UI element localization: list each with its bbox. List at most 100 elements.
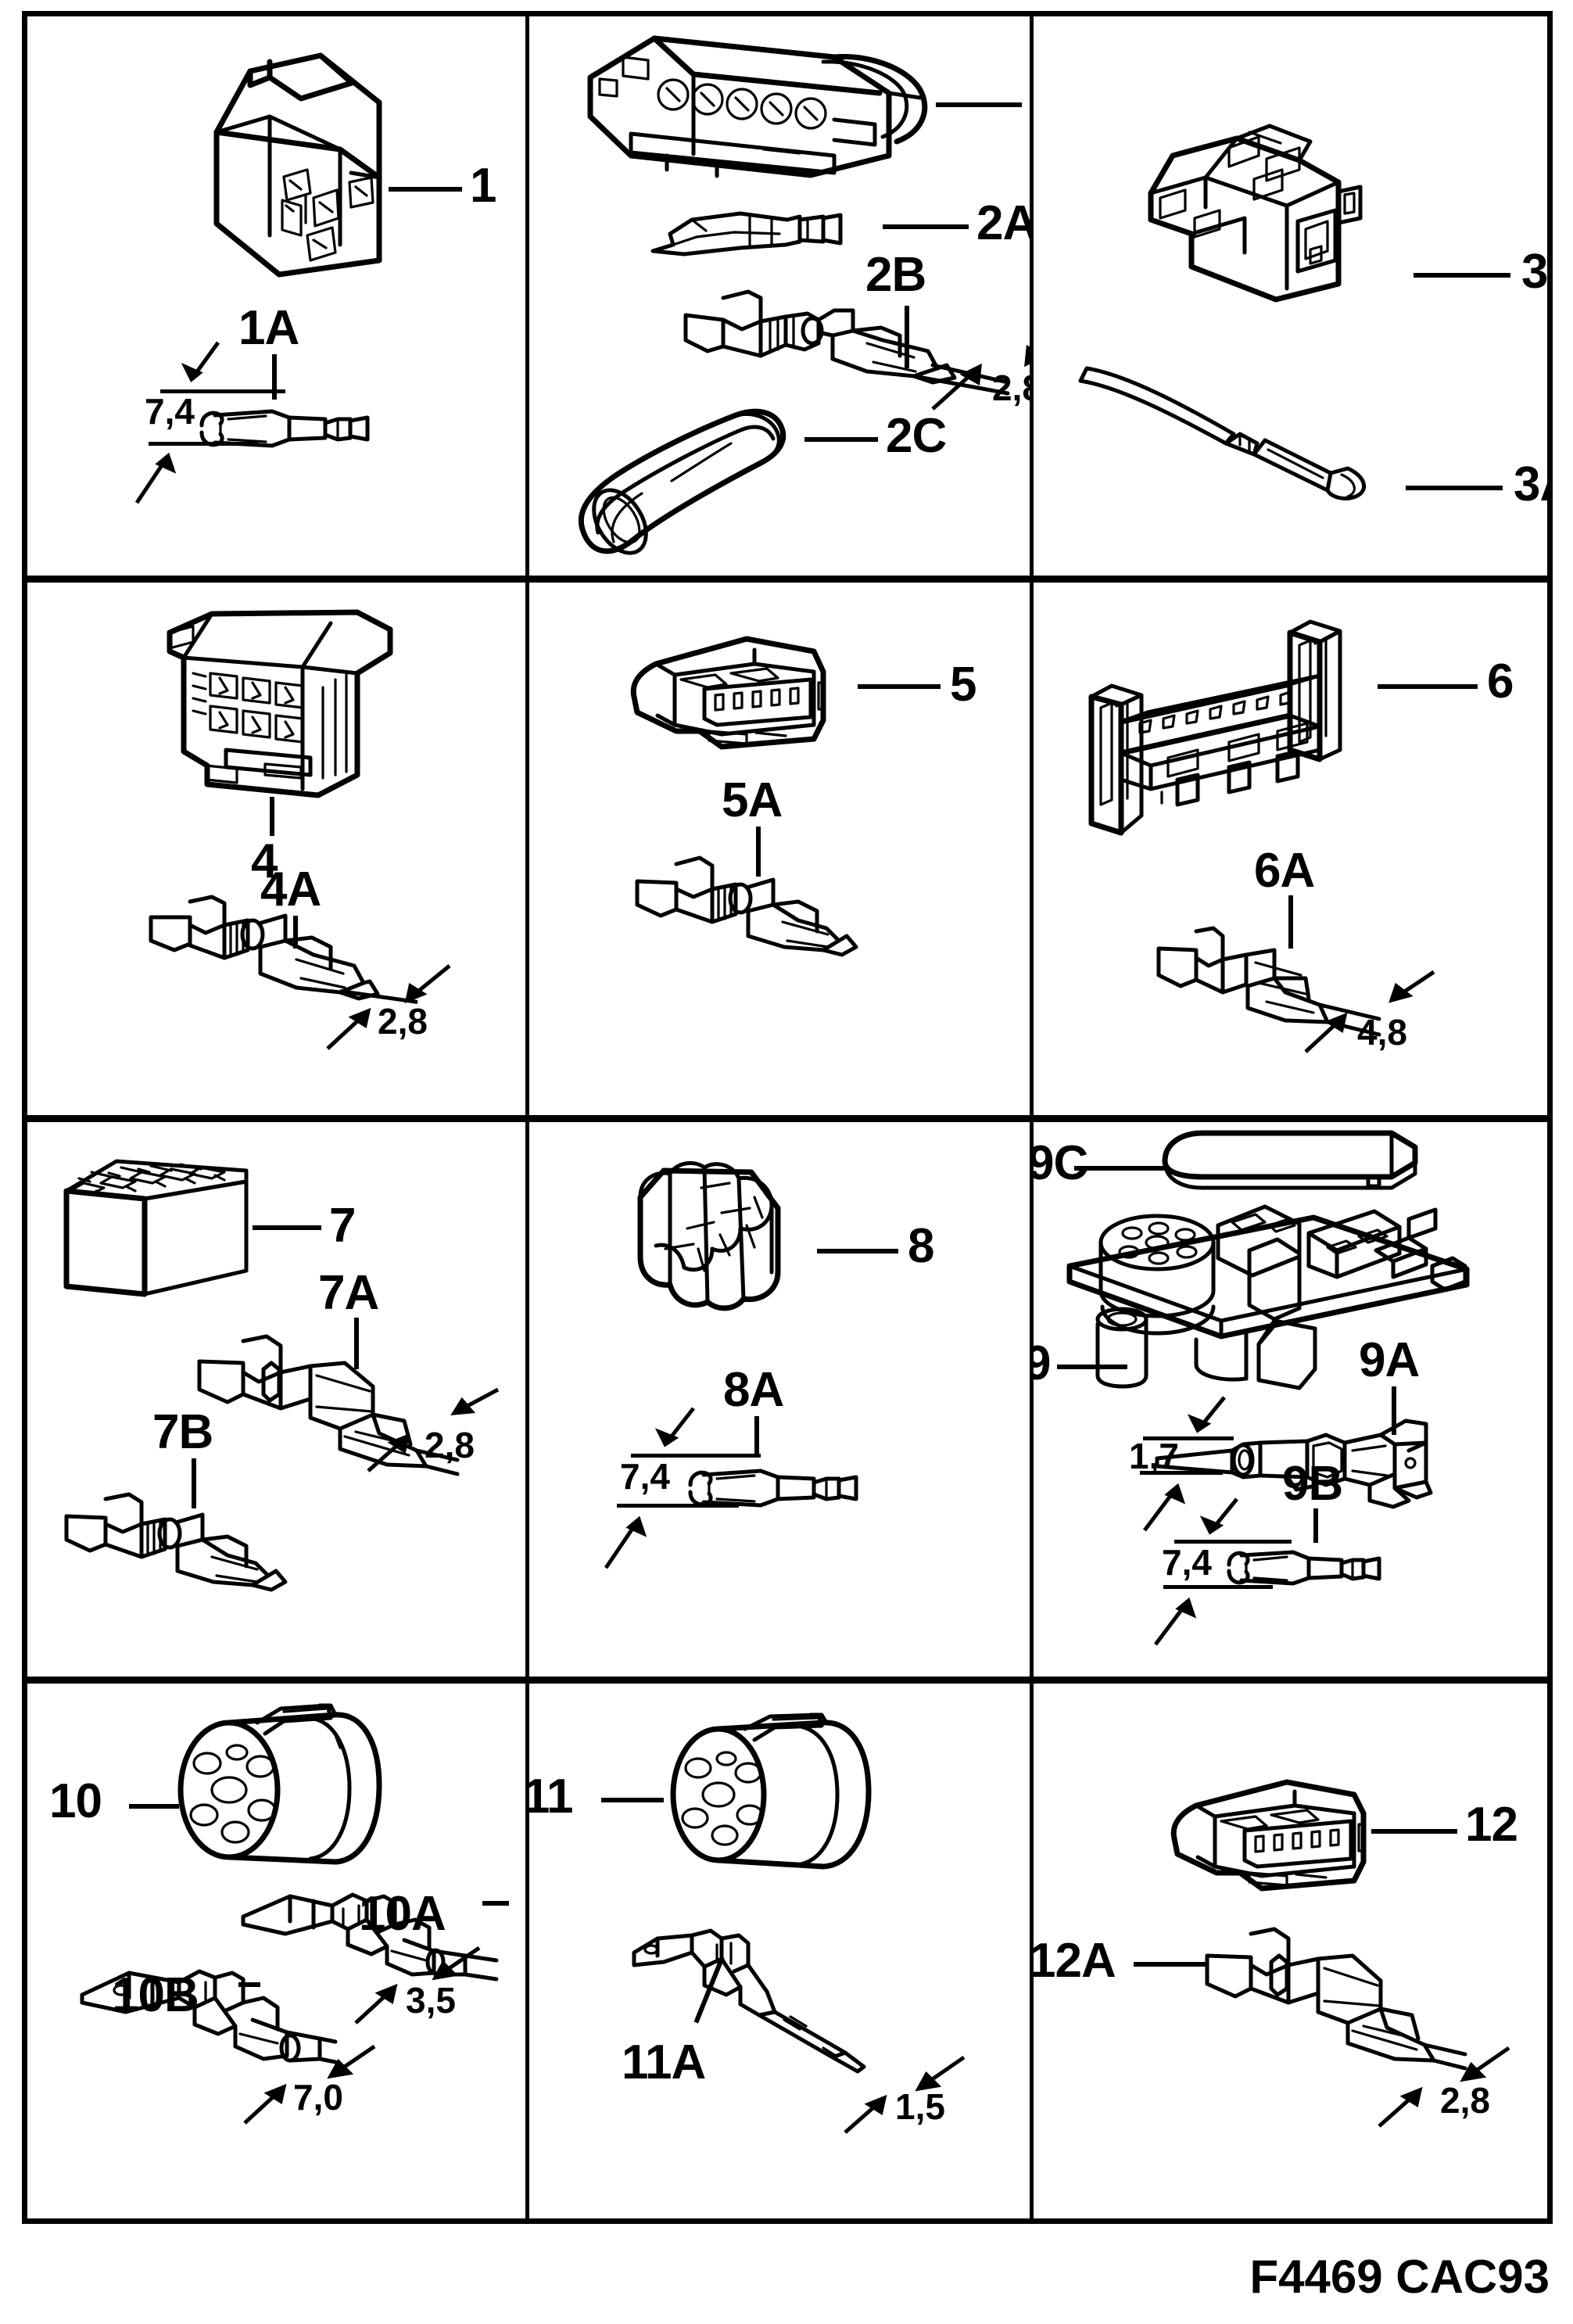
connector-housing-3-drawing	[1120, 104, 1448, 331]
leader-line-6	[1378, 684, 1478, 689]
dim-arrow-lower-2b	[928, 345, 1006, 419]
dim-arrow-lower-4a	[323, 992, 393, 1059]
cell-connector-5: 5	[529, 583, 1034, 1122]
callout-10a: 10A	[359, 1887, 446, 1941]
leader-line-2	[936, 102, 1022, 107]
cell-connector-1: 1 1A	[27, 16, 529, 583]
leader-line-9a	[1392, 1386, 1396, 1435]
dim-line-lower-9a	[1140, 1471, 1223, 1475]
connector-housing-4-drawing	[162, 598, 412, 802]
dimension-2-8-cell2: 2,8	[992, 368, 1030, 408]
dim-arrow-lower-12a	[1374, 2070, 1446, 2136]
leader-line-7	[253, 1225, 321, 1230]
cell-connector-7: 7	[27, 1122, 529, 1684]
dim-arrow-lower-11a	[840, 2078, 911, 2143]
dim-arrow-lower-1a	[131, 445, 193, 511]
leader-line-10a	[482, 1901, 509, 1906]
dimension-1-7-cell9: 1,7	[1129, 1436, 1179, 1476]
dimension-2-8-cell12: 2,8	[1440, 2080, 1490, 2121]
cell-connector-8: 8 8A	[529, 1122, 1034, 1684]
leader-line-12a	[1134, 1962, 1206, 1967]
dim-line-upper-9a	[1143, 1436, 1234, 1440]
leader-line-5a	[756, 827, 761, 877]
dim-line-lower-1a	[149, 442, 258, 446]
callout-10: 10	[49, 1774, 102, 1828]
drawing-number: F4469 CAC93	[1249, 2250, 1550, 2303]
callout-4: 4	[251, 834, 278, 888]
callout-6a: 6A	[1254, 844, 1315, 898]
terminal-socket-5a-drawing	[631, 853, 858, 963]
callout-11: 11	[529, 1770, 574, 1824]
dimension-4-8-cell6: 4,8	[1357, 1012, 1407, 1053]
leader-line-6a	[1288, 895, 1293, 949]
terminal-strip-6-drawing	[1080, 604, 1424, 836]
dim-arrow-upper-9a	[1177, 1394, 1234, 1450]
cell-connector-4: 4	[27, 583, 529, 1122]
connector-housing-11-drawing	[667, 1713, 901, 1877]
leader-line-4	[270, 797, 274, 836]
callout-2b: 2B	[865, 248, 926, 302]
leader-line-12	[1371, 1829, 1457, 1834]
callout-7: 7	[329, 1199, 356, 1253]
connector-housing-5-drawing	[629, 634, 848, 759]
dim-line-lower-8a	[617, 1504, 739, 1508]
parts-grid: 1 1A	[22, 11, 1553, 2224]
dim-arrow-upper-1a	[173, 340, 228, 399]
callout-12a: 12A	[1034, 1934, 1116, 1988]
callout-2c: 2C	[886, 409, 947, 463]
dimension-2-8-cell7: 2,8	[425, 1425, 475, 1465]
terminal-socket-7b-drawing	[60, 1492, 288, 1602]
leader-line-2a	[883, 224, 969, 229]
dimension-7-4-cell1: 7,4	[145, 391, 195, 432]
dimension-7-4-cell8: 7,4	[620, 1456, 670, 1497]
dim-arrow-upper-12a	[1442, 2045, 1514, 2107]
connector-housing-8-drawing	[632, 1157, 812, 1321]
callout-9a: 9A	[1359, 1333, 1420, 1387]
dimension-3-5-cell10: 3,5	[406, 1980, 456, 2021]
callout-9b: 9B	[1282, 1457, 1343, 1511]
connector-housing-1-drawing	[145, 40, 473, 298]
leader-line-4a	[293, 916, 298, 949]
dimension-7-4-cell9: 7,4	[1162, 1542, 1212, 1583]
terminal-socket-12a-drawing	[1199, 1926, 1467, 2075]
dim-arrow-upper-10a	[414, 1945, 484, 2005]
leader-line-3	[1414, 273, 1510, 278]
callout-5: 5	[950, 658, 976, 712]
callout-8a: 8A	[723, 1363, 784, 1417]
cell-connector-10: 10	[27, 1684, 529, 2218]
cell-connector-6: 6 6A	[1034, 583, 1547, 1122]
callout-7a: 7A	[318, 1266, 379, 1320]
dim-arrow-upper-10b	[309, 2043, 379, 2103]
dim-line-upper-1a	[160, 389, 285, 393]
callout-9c: 9C	[1034, 1136, 1088, 1190]
callout-12: 12	[1465, 1798, 1518, 1852]
leader-line-3a	[1406, 486, 1503, 490]
dim-line-lower-9b	[1163, 1585, 1273, 1589]
cell-connector-2: 2 2A	[529, 16, 1034, 583]
leader-line-1	[389, 187, 462, 192]
dim-arrow-upper-6a	[1368, 969, 1439, 1028]
dim-arrow-lower-7a	[364, 1415, 434, 1481]
callout-3: 3	[1521, 245, 1547, 299]
dimension-7-0-cell10: 7,0	[293, 2077, 343, 2118]
leader-line-1a	[272, 354, 277, 400]
callout-5a: 5A	[722, 773, 783, 827]
connector-block-7-drawing	[60, 1147, 256, 1304]
leader-line-9b	[1313, 1508, 1318, 1543]
leader-line-2c	[804, 437, 878, 442]
leader-line-5	[858, 684, 941, 689]
dim-arrow-upper-11a	[898, 2054, 969, 2114]
leader-line-10	[129, 1804, 179, 1809]
callout-8: 8	[908, 1219, 934, 1273]
dim-arrow-lower-8a	[601, 1507, 664, 1576]
leader-line-11a	[693, 1956, 725, 2024]
callout-7b: 7B	[152, 1405, 213, 1459]
cable-boot-2c-drawing	[570, 398, 828, 570]
terminal-pin-2a-drawing	[647, 196, 873, 267]
leader-line-8a	[754, 1416, 759, 1457]
dimension-2-8-cell4: 2,8	[378, 1001, 428, 1042]
leader-line-2b	[905, 306, 909, 368]
dim-arrow-lower-9a	[1140, 1474, 1202, 1539]
